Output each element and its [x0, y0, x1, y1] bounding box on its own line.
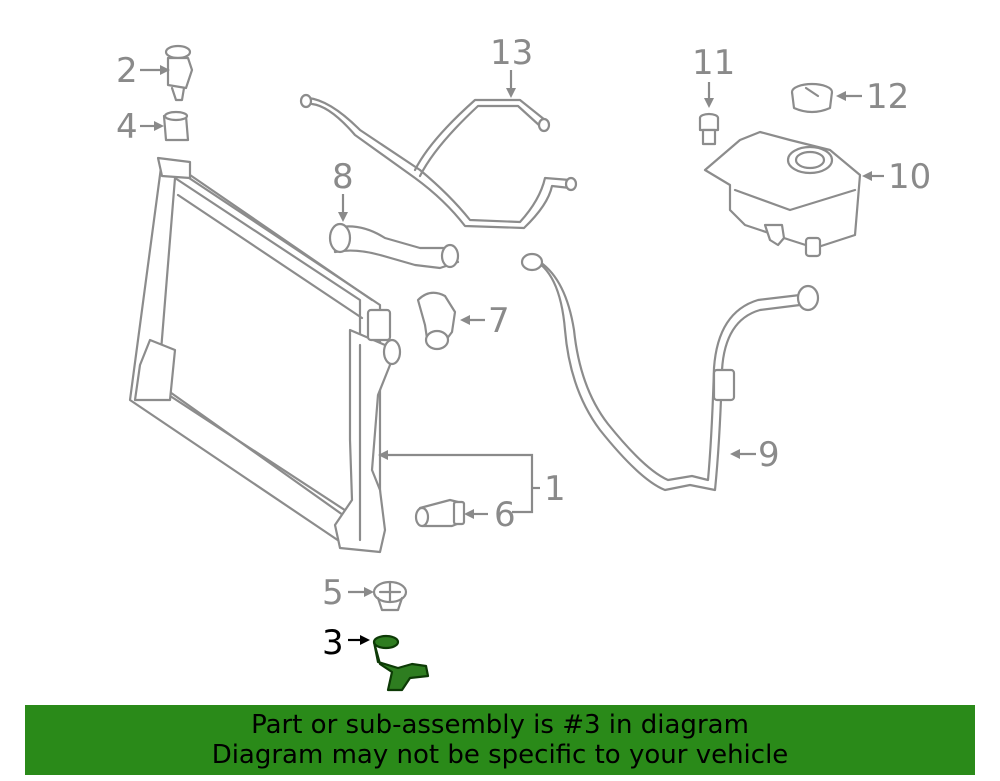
hose-part-7 — [416, 291, 457, 351]
callout-9: 9 — [758, 435, 780, 475]
grommet-part-4 — [162, 110, 190, 142]
bolt-part-11 — [698, 112, 720, 146]
hose-part-9 — [520, 252, 820, 492]
parts-diagram: 2 4 13 8 7 1 6 5 3 9 10 11 12 — [116, 33, 931, 692]
callout-7: 7 — [488, 301, 510, 341]
callout-4: 4 — [116, 107, 138, 147]
info-banner: Part or sub-assembly is #3 in diagram Di… — [25, 705, 975, 775]
callout-5: 5 — [322, 573, 344, 613]
callout-3: 3 — [322, 623, 344, 663]
leader-lines — [140, 65, 884, 645]
cap-part-5 — [372, 580, 408, 612]
clip-part-2 — [164, 44, 194, 102]
hose-part-13 — [299, 93, 578, 230]
callout-13: 13 — [490, 33, 533, 73]
radiator — [128, 156, 402, 554]
cap-part-12 — [790, 82, 834, 114]
callout-8: 8 — [332, 157, 354, 197]
hose-part-8 — [328, 222, 460, 270]
callout-12: 12 — [866, 77, 909, 117]
callout-2: 2 — [116, 51, 138, 91]
callout-11: 11 — [692, 43, 735, 83]
sensor-part-6 — [414, 498, 466, 528]
callout-6: 6 — [494, 495, 516, 535]
banner-line-2: Diagram may not be specific to your vehi… — [211, 740, 789, 770]
bracket-part-3 — [372, 634, 430, 692]
callout-1: 1 — [544, 469, 566, 509]
banner-line-1: Part or sub-assembly is #3 in diagram — [251, 710, 749, 740]
callout-10: 10 — [888, 157, 931, 197]
reservoir-part-10 — [703, 130, 862, 258]
